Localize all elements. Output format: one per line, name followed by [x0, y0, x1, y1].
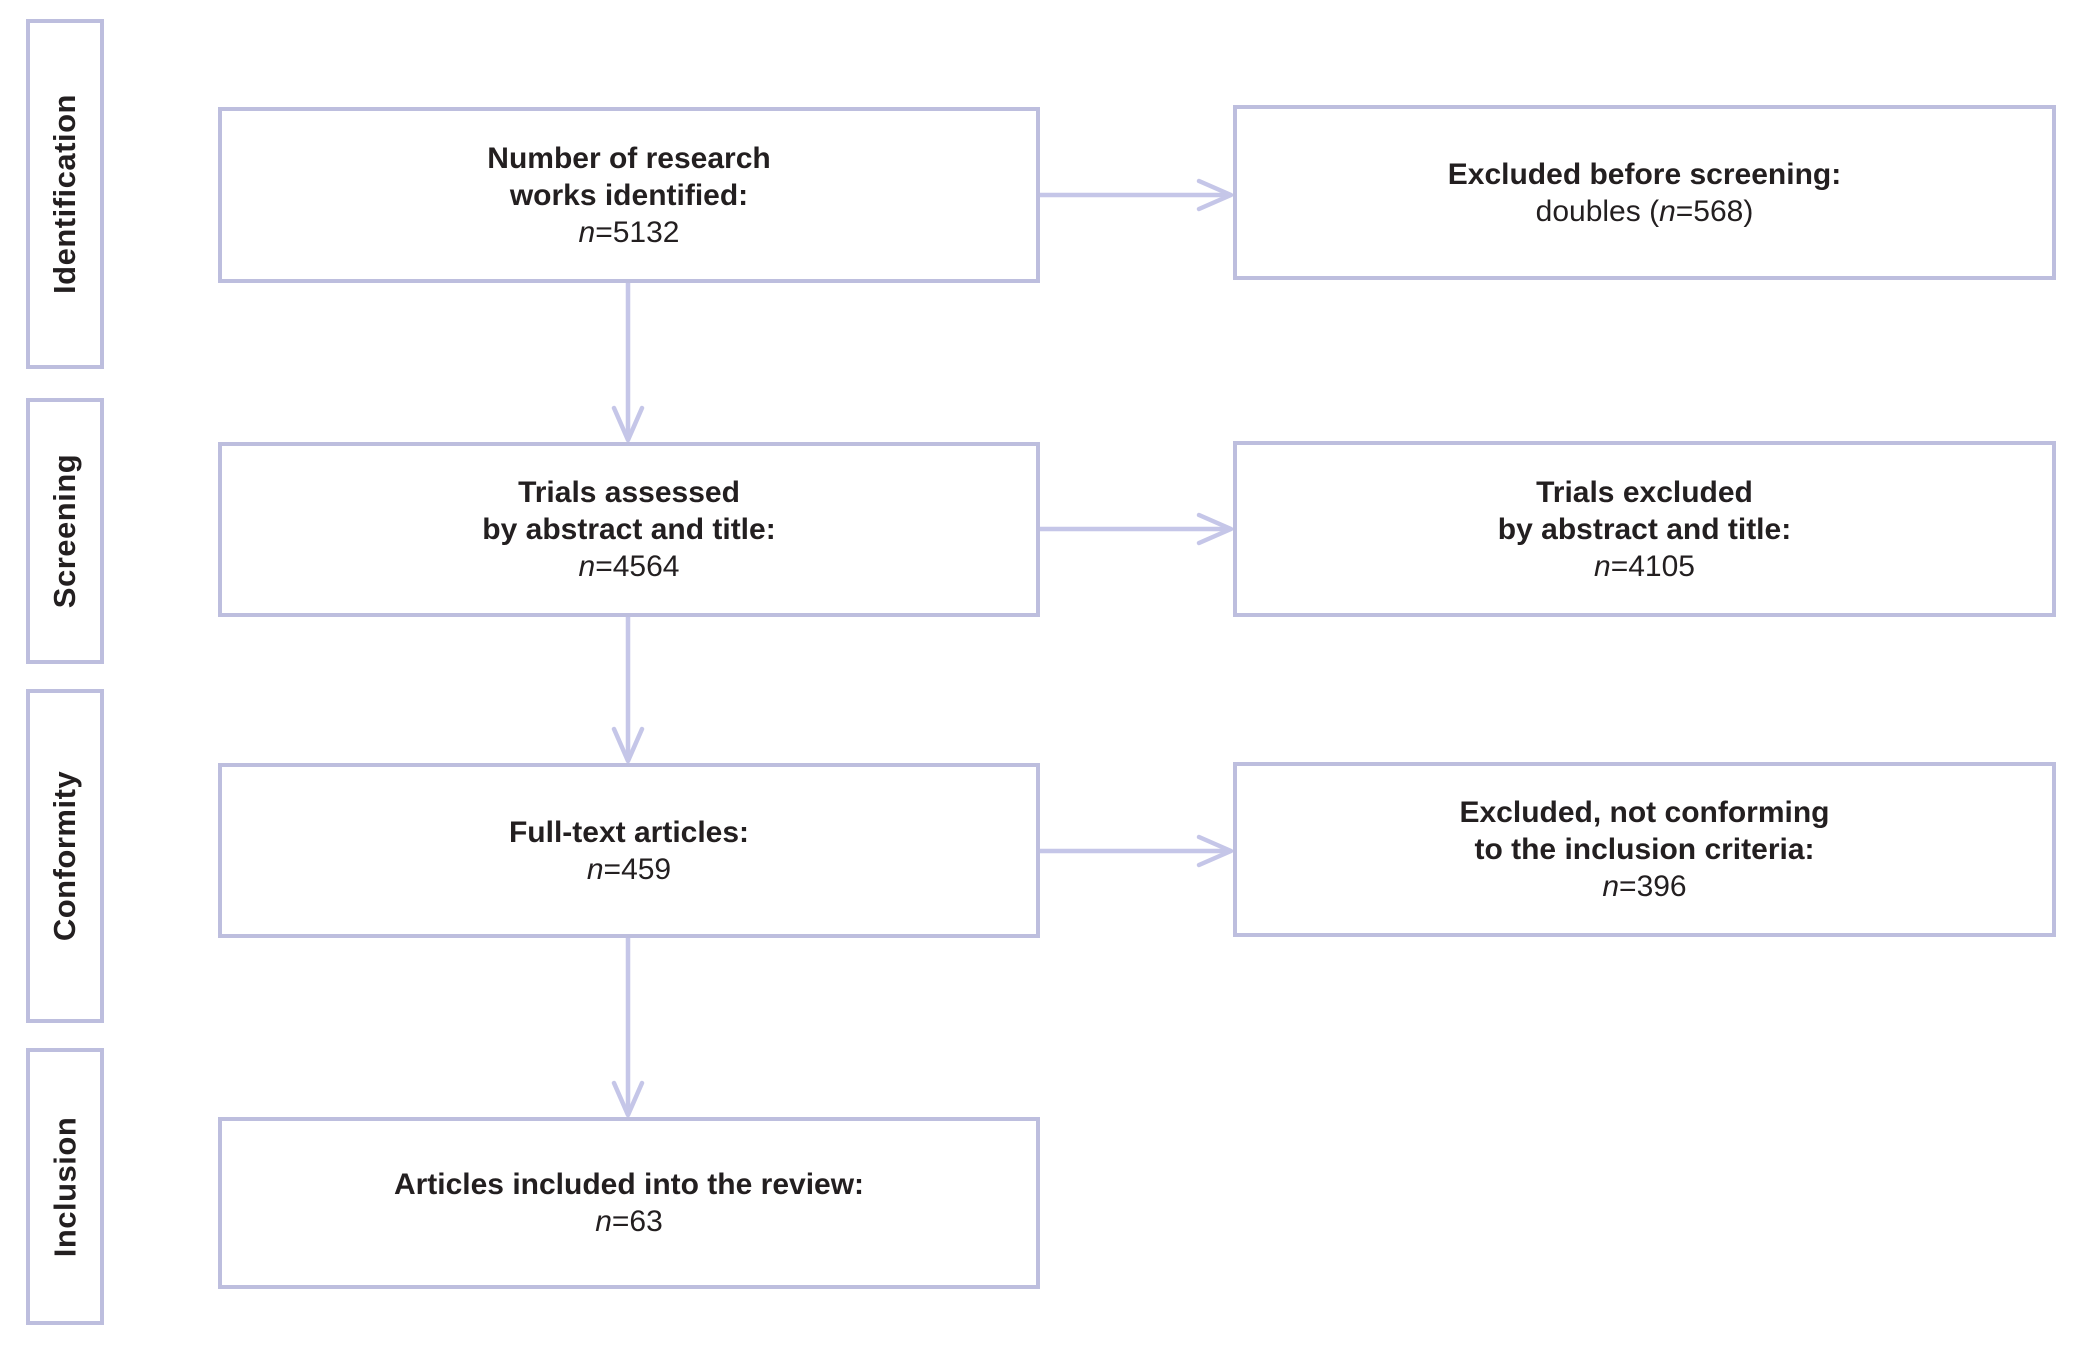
count-value: =396 [1619, 870, 1687, 903]
box-title: Trials assessed by abstract and title: [482, 476, 776, 546]
stage-label-inclusion: Inclusion [47, 1116, 83, 1257]
box-count: n=396 [1602, 868, 1686, 905]
arrow-right-row2-to-trials-excluded [1037, 512, 1234, 546]
stage-label-identification: Identification [47, 94, 83, 294]
box-title: Excluded before screening: [1447, 157, 1842, 191]
count-value: =5132 [595, 215, 680, 249]
count-value: =568 [1675, 194, 1744, 228]
stage-box-identification: Identification [26, 19, 104, 369]
box-title: Full-text articles: [508, 815, 750, 849]
box-count: n=63 [595, 1203, 663, 1240]
box-count: n=5132 [579, 214, 680, 251]
count-variable: n [586, 852, 604, 886]
count-variable: n [1594, 549, 1611, 583]
box-count: doubles (n=568) [1536, 193, 1754, 230]
box-count: n=459 [587, 851, 671, 888]
box-count: n=4105 [1594, 548, 1695, 585]
count-variable: n [578, 215, 596, 249]
count-variable: n [1659, 194, 1676, 228]
stage-box-screening: Screening [26, 398, 104, 664]
arrow-down-identification-to-screening [611, 280, 645, 443]
count-suffix: ) [1743, 194, 1754, 228]
box-excluded-not-conforming: Excluded, not conforming to the inclusio… [1233, 762, 2056, 937]
stage-label-screening: Screening [47, 453, 83, 609]
count-value: =459 [603, 852, 672, 886]
arrow-right-row3-to-excluded-not-conforming [1037, 834, 1234, 868]
count-value: =4564 [595, 550, 680, 583]
count-variable: n [578, 550, 596, 583]
arrow-down-conformity-to-inclusion [611, 935, 645, 1118]
stage-box-conformity: Conformity [26, 689, 104, 1023]
count-value: =4105 [1610, 549, 1695, 583]
box-articles-included: Articles included into the review: n=63 [218, 1117, 1040, 1289]
box-title: Trials excluded by abstract and title: [1497, 475, 1792, 546]
box-title: Number of research works identified: [487, 141, 771, 212]
arrow-right-row1-to-excluded-before-screening [1037, 178, 1234, 212]
count-variable: n [1602, 870, 1620, 903]
box-title: Articles included into the review: [393, 1168, 865, 1201]
box-trials-assessed: Trials assessed by abstract and title: n… [218, 442, 1040, 617]
box-records-identified: Number of research works identified: n=5… [218, 107, 1040, 283]
stage-box-inclusion: Inclusion [26, 1048, 104, 1325]
count-variable: n [595, 1205, 612, 1238]
arrow-down-screening-to-conformity [611, 614, 645, 764]
box-title: Excluded, not conforming to the inclusio… [1459, 796, 1830, 866]
count-prefix: doubles ( [1535, 194, 1660, 228]
count-value: =63 [611, 1205, 663, 1238]
box-trials-excluded: Trials excluded by abstract and title: n… [1233, 441, 2056, 617]
box-full-text-articles: Full-text articles: n=459 [218, 763, 1040, 938]
box-count: n=4564 [579, 548, 680, 585]
box-excluded-before-screening: Excluded before screening: doubles (n=56… [1233, 105, 2056, 280]
stage-label-conformity: Conformity [47, 770, 83, 942]
